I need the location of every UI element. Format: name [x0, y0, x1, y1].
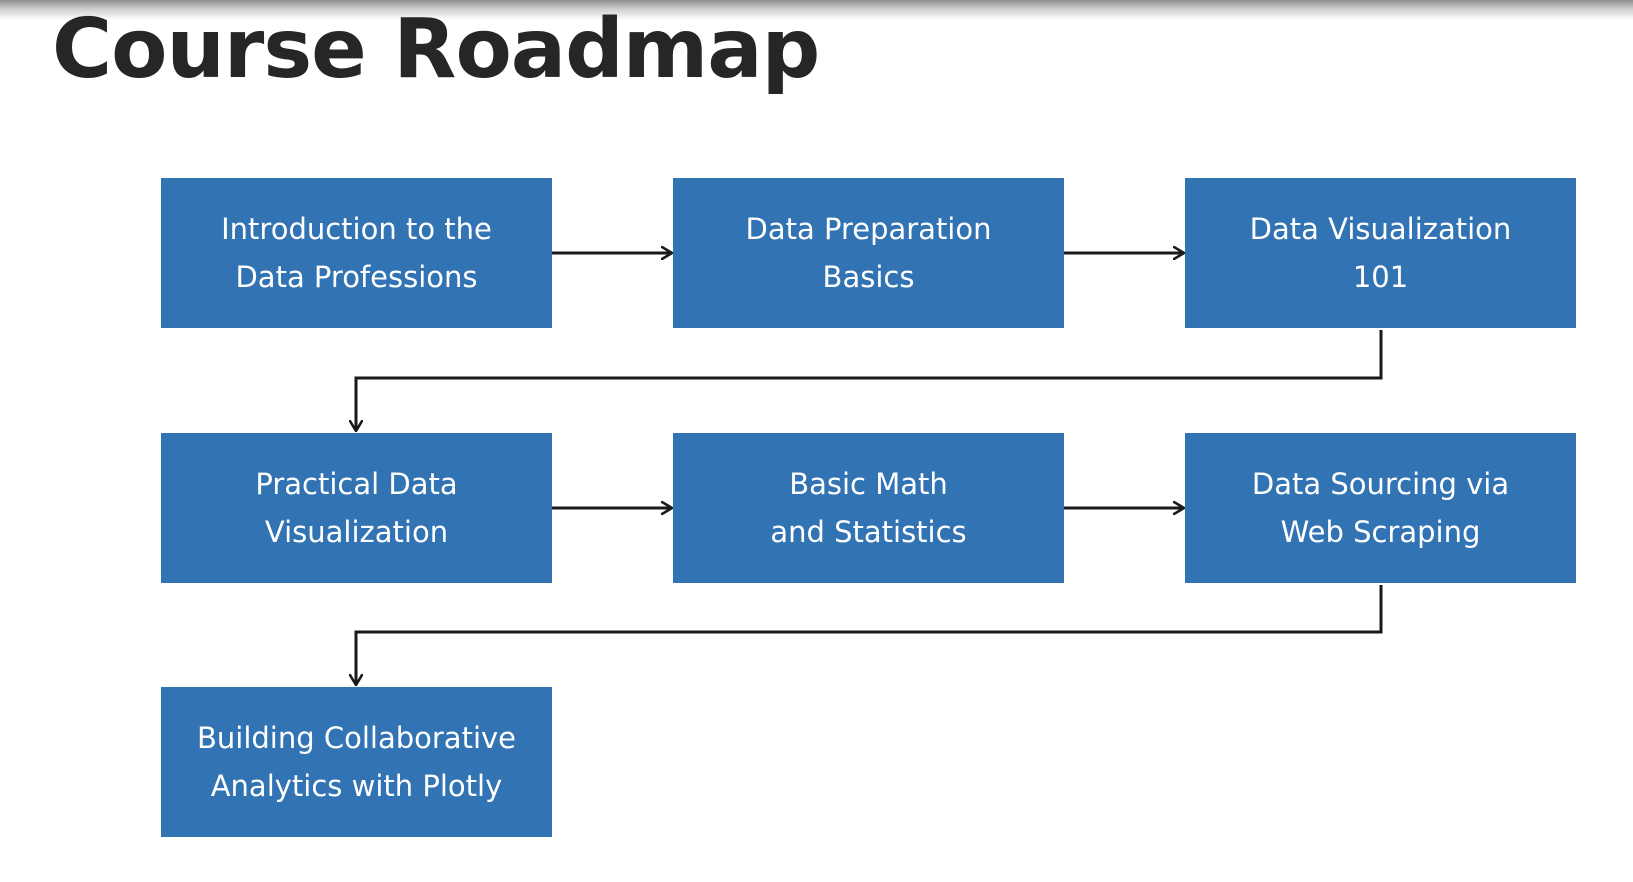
step-label: Data Sourcing via Web Scraping: [1251, 467, 1510, 549]
arrow-scraping-to-plotly: [356, 585, 1383, 685]
step-label: Introduction to the Data Professions: [221, 212, 492, 294]
step-label: Data Preparation Basics: [745, 212, 992, 294]
arrow-viz101-to-practical: [356, 330, 1383, 431]
step-label: Building Collaborative Analytics with Pl…: [196, 721, 516, 803]
step-label: Basic Math and Statistics: [770, 467, 967, 549]
step-label: Practical Data Visualization: [255, 467, 458, 549]
step-practical-data-visualization: Practical Data Visualization: [161, 433, 552, 583]
step-introduction-to-data-professions: Introduction to the Data Professions: [161, 178, 552, 328]
page-title: Course Roadmap: [52, 2, 820, 97]
step-data-sourcing-via-web-scraping: Data Sourcing via Web Scraping: [1185, 433, 1576, 583]
step-building-collaborative-analytics: Building Collaborative Analytics with Pl…: [161, 687, 552, 837]
step-label: Data Visualization 101: [1249, 212, 1512, 294]
top-shade-bar: [0, 0, 1633, 20]
step-basic-math-and-statistics: Basic Math and Statistics: [673, 433, 1064, 583]
step-data-preparation-basics: Data Preparation Basics: [673, 178, 1064, 328]
step-data-visualization-101: Data Visualization 101: [1185, 178, 1576, 328]
